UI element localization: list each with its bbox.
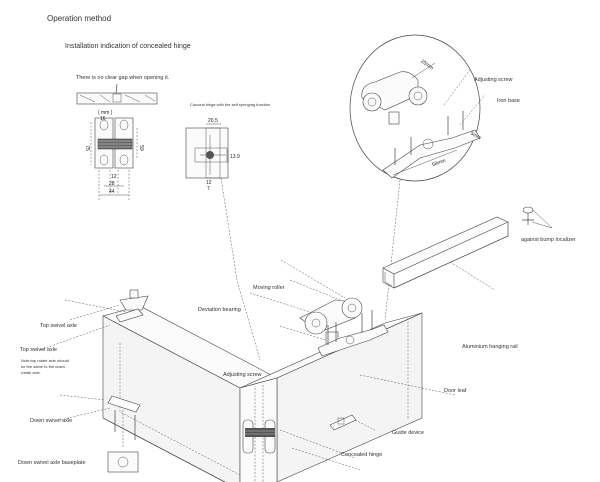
moving-roller	[249, 259, 363, 351]
self-spring-hinge	[185, 123, 261, 361]
down-swivel-axle	[59, 394, 141, 473]
page-title: Operation method	[47, 14, 112, 23]
label-guide-device: Guide device	[392, 430, 425, 436]
label-deviation-bearing: Deviation bearing	[198, 307, 241, 313]
label-down-baseplate: Down swivel axle baseplate	[18, 460, 86, 466]
roller-bracket	[279, 310, 389, 357]
label-adjusting-screw-detail: Adjusting screw	[474, 77, 513, 83]
hinge-note: There is no clear gap when opening it.	[76, 75, 170, 81]
label-down-swivel-axle: Down swivel axle	[30, 418, 73, 424]
note-line-3: rotate axle.	[21, 370, 41, 375]
dim-right: 13.9	[230, 154, 240, 160]
dim-width-mid: 28	[109, 181, 115, 187]
label-door-leaf: Door leaf	[444, 388, 467, 394]
label-aluminium-rail: Aluminium hanging rail	[462, 344, 518, 350]
note-line-2: be the same to the down	[21, 364, 65, 369]
self-spring-caption: Conceal hinge with the self springing fu…	[190, 102, 271, 107]
aluminium-rail	[382, 216, 509, 291]
dim-height-left: 75	[83, 145, 90, 151]
label-top-swivel-axle-2: Top swivel axle	[20, 347, 57, 353]
note-rotate-axle: Note:top rotate axle should be the same …	[21, 358, 69, 376]
dim-top: 20.5	[208, 118, 218, 124]
hinge-top-view	[76, 83, 158, 105]
label-bump-localizer: against bump localizer	[521, 237, 576, 243]
dim-bottom-a: 12	[206, 180, 212, 186]
label-adjusting-screw: Adjusting screw	[223, 372, 262, 378]
unit-label: ( mm )	[98, 110, 113, 116]
guide-device	[329, 414, 376, 431]
dim-width-total: 44	[109, 189, 115, 195]
dim-gap: 12	[111, 174, 117, 180]
dim-height-right: 59	[137, 145, 144, 151]
note-line-1: Note:top rotate axle should	[21, 358, 69, 363]
door-concealed-hinge	[242, 419, 361, 471]
door-leaf-left	[102, 305, 278, 482]
top-swivel-axle	[39, 289, 149, 351]
dim-width-top: 16	[100, 116, 106, 122]
label-concealed-hinge: Concealed hinge	[341, 452, 383, 458]
section-title: Installation indication of concealed hin…	[65, 43, 191, 50]
label-top-swivel-axle-1: Top swivel axle	[40, 323, 77, 329]
hinge-front-view	[90, 117, 138, 200]
bump-localizer	[522, 206, 553, 229]
label-iron-base: Iron base	[497, 98, 520, 104]
label-moving-roller: Moving roller	[253, 285, 285, 291]
dim-bottom-b: 7	[207, 186, 210, 192]
roller-detail-callout	[349, 34, 486, 321]
